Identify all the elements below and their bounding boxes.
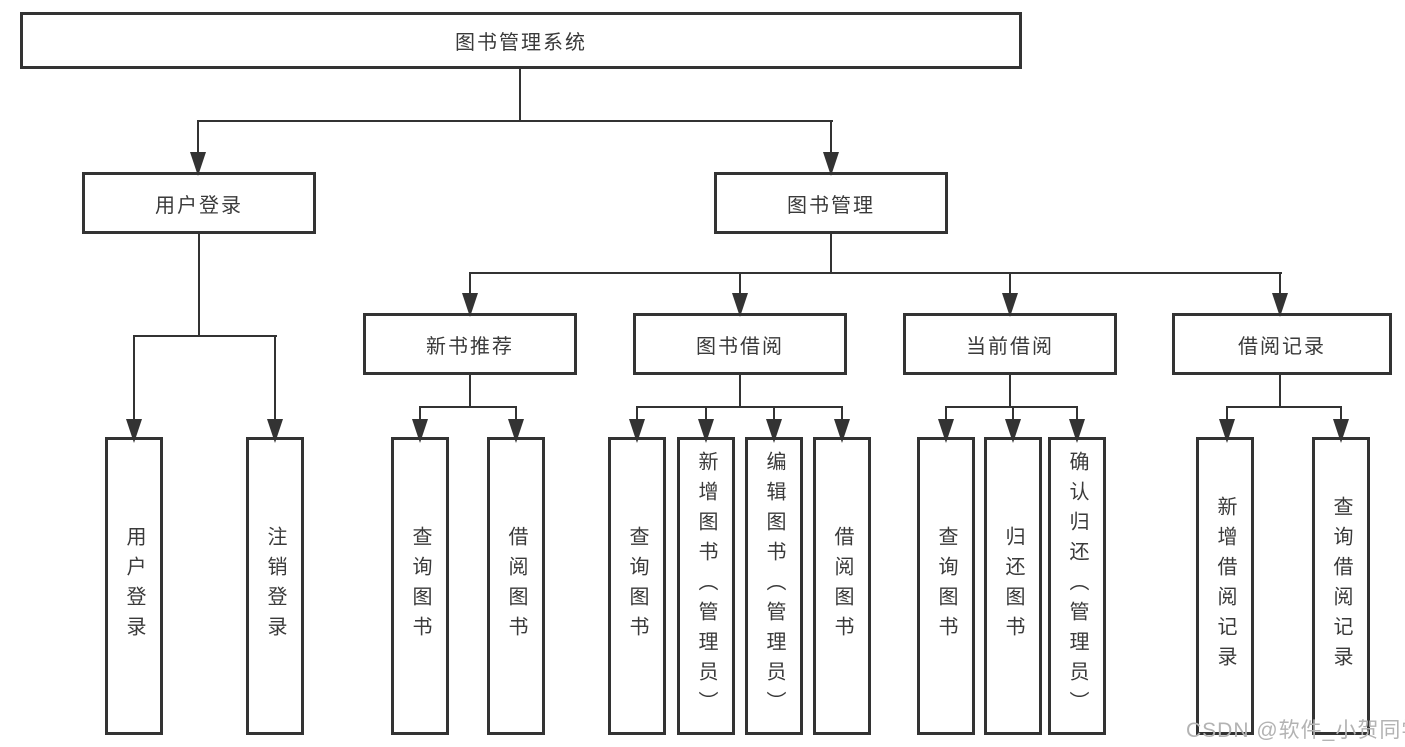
leaf-label: 用户登录 [123,526,145,646]
leaf-logout: 注销登录 [246,437,304,735]
leaf-borrow-books-borrowing: 借阅图书 [813,437,871,735]
arrow-down-icon [1333,406,1349,443]
connector-new-book-stem [469,373,471,406]
leaf-borrow-books-recommend: 借阅图书 [487,437,545,735]
leaf-return-book: 归还图书 [984,437,1042,735]
node-label: 新书推荐 [426,335,514,358]
arrow-down-icon [766,406,782,443]
csdn-watermark: CSDN @软件_小贺同学 [1186,719,1405,742]
arrow-down-icon [267,335,283,443]
node-label: 借阅记录 [1238,335,1326,358]
arrow-down-icon [834,406,850,443]
node-label: 当前借阅 [966,335,1054,358]
leaf-edit-book-admin: 编辑图书（管理员） [745,437,803,735]
leaf-query-books-recommend: 查询图书 [391,437,449,735]
connector-book-mgmt-stem [830,231,832,272]
connector-records-stem [1279,373,1281,406]
connector-user-login-hline [134,335,277,337]
leaf-user-login: 用户登录 [105,437,163,735]
node-label: 图书管理系统 [455,32,587,54]
leaf-query-books-borrowing: 查询图书 [608,437,666,735]
arrow-down-icon [1219,406,1235,443]
connector-records-hline [1227,406,1342,408]
arrow-down-icon [732,272,748,317]
leaf-label: 注销登录 [264,526,286,646]
leaf-label: 借阅图书 [505,526,527,646]
leaf-add-borrow-record: 新增借阅记录 [1196,437,1254,735]
leaf-label: 编辑图书（管理员） [763,451,785,721]
node-label: 图书借阅 [696,335,784,358]
connector-borrowing-hline [637,406,843,408]
arrow-down-icon [1005,406,1021,443]
node-user-login: 用户登录 [82,172,316,234]
leaf-query-books-current: 查询图书 [917,437,975,735]
arrow-down-icon [462,272,478,317]
leaf-label: 新增图书（管理员） [695,451,717,721]
arrow-down-icon [126,335,142,443]
leaf-label: 归还图书 [1002,526,1024,646]
arrow-down-icon [1002,272,1018,317]
connector-level3-hline [470,272,1282,274]
connector-user-login-stem [198,231,200,335]
leaf-label: 确认归还（管理员） [1066,451,1088,721]
node-current-borrowing: 当前借阅 [903,313,1117,375]
arrow-down-icon [508,406,524,443]
connector-level2-hline [198,120,833,122]
leaf-label: 查询图书 [626,526,648,646]
arrow-down-icon [629,406,645,443]
leaf-confirm-return-admin: 确认归还（管理员） [1048,437,1106,735]
connector-root-stem [519,66,521,120]
leaf-label: 查询图书 [409,526,431,646]
arrow-down-icon [1069,406,1085,443]
arrow-down-icon [823,120,839,176]
leaf-label: 查询图书 [935,526,957,646]
node-new-book-recommend: 新书推荐 [363,313,577,375]
leaf-label: 查询借阅记录 [1330,496,1352,676]
arrow-down-icon [412,406,428,443]
node-book-management: 图书管理 [714,172,948,234]
arrow-down-icon [190,120,206,176]
leaf-label: 新增借阅记录 [1214,496,1236,676]
arrow-down-icon [938,406,954,443]
node-label: 用户登录 [155,194,243,217]
node-label: 图书管理 [787,194,875,217]
connector-new-book-hline [420,406,517,408]
node-root: 图书管理系统 [20,12,1022,69]
node-borrowing-records: 借阅记录 [1172,313,1392,375]
connector-borrowing-stem [739,373,741,406]
arrow-down-icon [698,406,714,443]
leaf-query-borrow-record: 查询借阅记录 [1312,437,1370,735]
arrow-down-icon [1272,272,1288,317]
leaf-add-book-admin: 新增图书（管理员） [677,437,735,735]
connector-current-stem [1009,373,1011,406]
node-book-borrowing: 图书借阅 [633,313,847,375]
leaf-label: 借阅图书 [831,526,853,646]
